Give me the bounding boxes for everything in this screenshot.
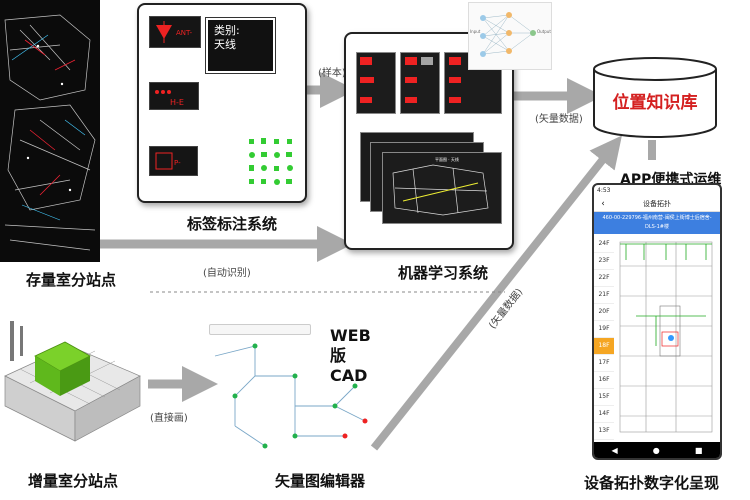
- auto-recognition-label: (自动识别): [203, 268, 251, 279]
- ml-floorplan-card-front: 平面图 · 天线: [382, 152, 502, 224]
- phone-frame: 4:53 ‹ 设备拓扑 460-00-229796-福州南营-闽侯上街博士后宿舍…: [592, 183, 722, 460]
- direct-drawing-label: (直接画): [150, 413, 188, 424]
- phone-info-banner: 460-00-229796-福州南营-闽侯上街博士后宿舍- DLS-1#楼: [594, 212, 720, 234]
- tag-sample-2: H-E: [149, 82, 199, 110]
- ml-sample-card-2: [400, 52, 440, 114]
- cad-floorplan-icon: [4, 14, 96, 251]
- antenna-symbol-icon: ANT-: [156, 21, 193, 43]
- category-label: 类别:: [214, 24, 240, 37]
- phone-title: 设备拓扑: [643, 200, 671, 208]
- tag-category-card: 类别: 天线: [205, 17, 276, 74]
- tag-system-label: 标签标注系统: [187, 215, 278, 233]
- back-icon[interactable]: ‹: [601, 199, 605, 209]
- vector-data-top-label: (矢量数据): [535, 114, 583, 125]
- phone-nav-bar: ◀ ● ■: [594, 442, 720, 458]
- info-line-1: 460-00-229796-福州南营-闽侯上街博士后宿舍-: [602, 215, 712, 221]
- tag-sample-3: P-: [149, 146, 198, 176]
- vector-editor-label: 矢量图编辑器: [275, 472, 366, 490]
- floor-item[interactable]: 18F: [594, 338, 614, 355]
- svg-text:P-: P-: [174, 159, 181, 167]
- phone-title-bar: ‹ 设备拓扑: [594, 197, 720, 212]
- symbol-grid-icon: [249, 138, 293, 185]
- floor-item[interactable]: 22F: [594, 270, 614, 287]
- building-3d-icon: [4, 321, 141, 442]
- floor-item[interactable]: 14F: [594, 406, 614, 423]
- ml-sample-card-1: [356, 52, 396, 114]
- phone-status-bar: 4:53: [594, 185, 720, 197]
- new-sites-image: [0, 316, 146, 446]
- info-line-2: DLS-1#楼: [645, 224, 669, 230]
- neural-network-icon: [480, 12, 536, 57]
- web-cad-line1: WEB版: [330, 326, 371, 365]
- ml-system-label: 机器学习系统: [398, 264, 489, 282]
- svg-text:H-E: H-E: [170, 98, 184, 107]
- arrow-vector-data-diag: [370, 135, 622, 451]
- nn-input-label: Input: [470, 29, 481, 34]
- floor-item[interactable]: 16F: [594, 372, 614, 389]
- web-cad-box: WEB版 CAD: [322, 320, 390, 385]
- device-symbol-icon: H-E: [155, 90, 184, 107]
- existing-sites-image: [0, 0, 100, 262]
- web-cad-line2: CAD: [330, 366, 368, 385]
- existing-sites-label: 存量室分站点: [26, 271, 117, 289]
- floor-item[interactable]: 21F: [594, 287, 614, 304]
- floor-item[interactable]: 13F: [594, 423, 614, 440]
- editor-toolbar[interactable]: [209, 324, 311, 335]
- vector-editor-image: [205, 320, 385, 460]
- tag-sample-1: ANT-: [149, 16, 201, 48]
- topology-diagram: [619, 241, 713, 433]
- floor-item[interactable]: 19F: [594, 321, 614, 338]
- nav-home-icon[interactable]: ●: [652, 445, 660, 455]
- category-value: 天线: [214, 38, 236, 51]
- location-kb-label: 位置知识库: [612, 93, 698, 113]
- neural-network-image: Input Output: [468, 2, 552, 70]
- ml-system-panel: 平面图 · 天线: [344, 32, 514, 250]
- nav-recent-icon[interactable]: ■: [694, 445, 703, 455]
- svg-text:ANT-: ANT-: [176, 29, 193, 37]
- samples-label: (样本): [318, 68, 346, 79]
- vector-graph-icon: [214, 343, 368, 449]
- floor-item[interactable]: 17F: [594, 355, 614, 372]
- floor-item[interactable]: 24F: [594, 236, 614, 253]
- floor-item[interactable]: 23F: [594, 253, 614, 270]
- tag-system-panel: ANT- H-E P- 类别: 天线: [137, 3, 307, 203]
- power-symbol-icon: P-: [155, 152, 181, 170]
- topology-label: 设备拓扑数字化呈现: [584, 474, 720, 492]
- floor-item[interactable]: 20F: [594, 304, 614, 321]
- status-time: 4:53: [597, 187, 611, 194]
- location-kb-cylinder: [593, 57, 717, 138]
- nn-output-label: Output: [537, 29, 551, 34]
- new-sites-label: 增量室分站点: [28, 472, 119, 490]
- nav-back-icon[interactable]: ◀: [611, 445, 618, 455]
- svg-text:平面图 · 天线: 平面图 · 天线: [435, 156, 459, 162]
- floor-item[interactable]: 15F: [594, 389, 614, 406]
- floorplan-icon: 平面图 · 天线: [392, 156, 489, 216]
